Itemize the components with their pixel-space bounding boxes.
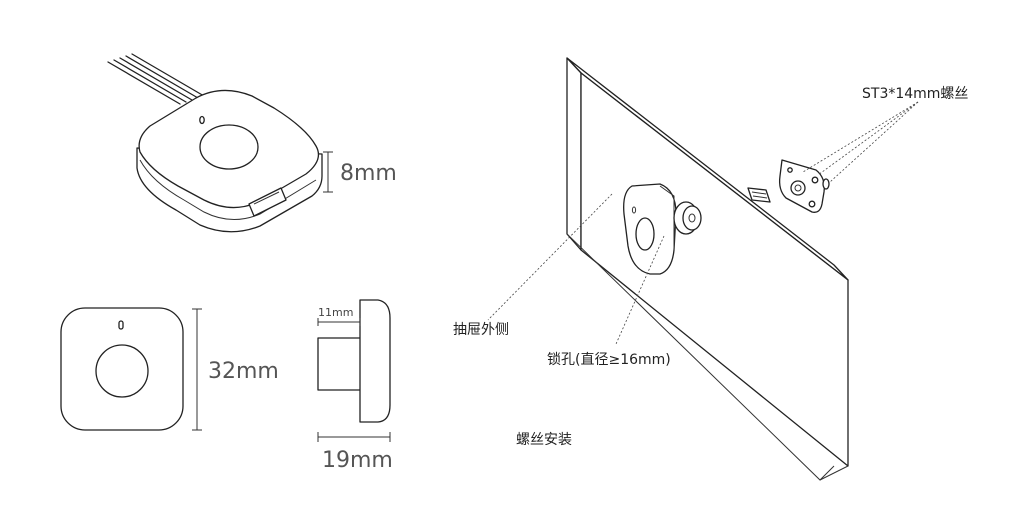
- tongue-dimension: 11mm: [317, 306, 361, 326]
- lock-cylinder: [673, 201, 702, 235]
- lock-button: [199, 124, 259, 170]
- cable-bundle: [107, 53, 205, 105]
- height-dimension: 8mm: [323, 151, 397, 193]
- leader-lines: [487, 101, 919, 345]
- width-dimension: 32mm: [192, 308, 279, 431]
- usb-port: [248, 187, 287, 217]
- tongue-label: 11mm: [318, 306, 353, 319]
- indicator-light: [199, 115, 205, 125]
- drawer-installation-view: ST3*14mm螺丝 抽屉外侧 锁孔(直径≥16mm) 螺丝安装: [453, 57, 968, 481]
- side-body: [359, 299, 391, 423]
- latch-bolt: [747, 187, 771, 203]
- mounting-bracket: [778, 159, 830, 213]
- drawer-outside-label: 抽屉外侧: [453, 322, 509, 338]
- depth-dimension: 19mm: [317, 432, 393, 473]
- front-lock-button: [95, 344, 149, 398]
- screw-spec-label: ST3*14mm螺丝: [862, 86, 968, 102]
- lock-side-view: 11mm 19mm: [317, 299, 393, 473]
- drawer-panel: [566, 57, 849, 481]
- lock-front-view: 32mm: [60, 307, 279, 431]
- lock-hole-label: 锁孔(直径≥16mm): [547, 351, 671, 368]
- height-label: 8mm: [340, 161, 397, 186]
- front-indicator-light: [118, 320, 124, 330]
- mounted-lock: [623, 183, 677, 275]
- depth-label: 19mm: [322, 448, 393, 473]
- screw-install-label: 螺丝安装: [516, 432, 572, 448]
- lock-perspective-view: 8mm: [107, 53, 397, 233]
- lock-tongue: [317, 337, 363, 391]
- width-label: 32mm: [208, 359, 279, 384]
